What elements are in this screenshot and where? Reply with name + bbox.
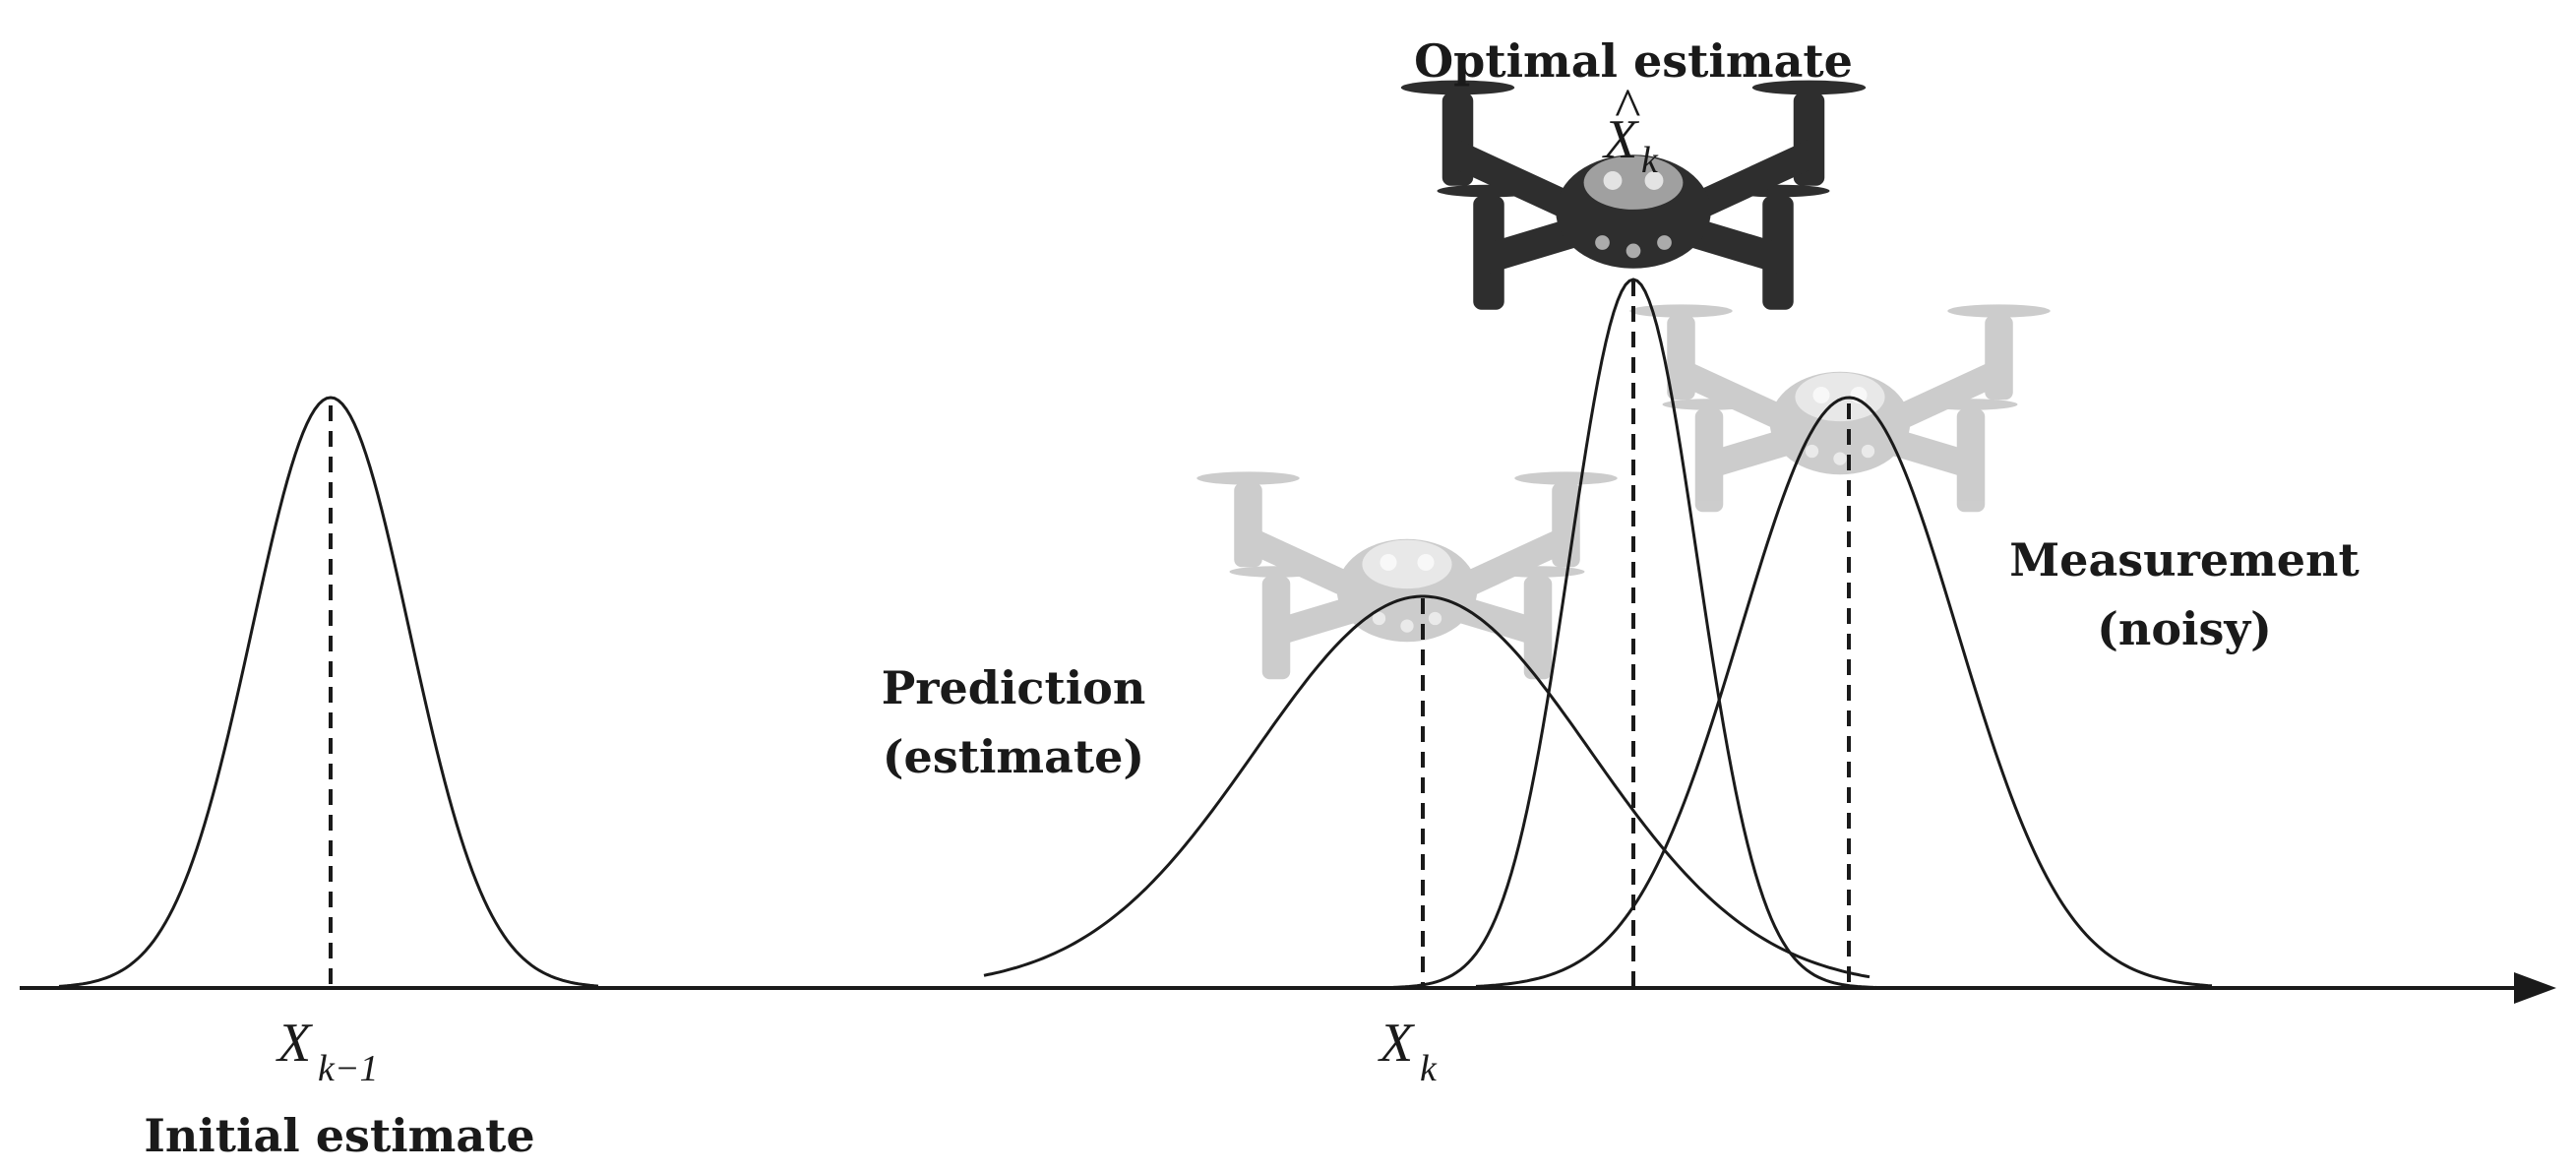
x-k-variable: X k [1378, 1013, 1438, 1089]
svg-text:k−1: k−1 [318, 1048, 379, 1089]
prediction-drone-icon [1196, 471, 1618, 680]
initial-estimate-label: Initial estimate [144, 1109, 534, 1162]
prediction-curve [983, 594, 1871, 979]
x-hat-variable: ^ X k [1602, 78, 1659, 181]
measurement-drone-icon [1629, 304, 2051, 513]
prediction-label-line2: (estimate) [883, 730, 1144, 783]
x-prev-variable: X k−1 [276, 1013, 379, 1089]
svg-text:X: X [1378, 1013, 1416, 1074]
optimal-estimate-curve [1377, 278, 1890, 990]
optimal-estimate-label: Optimal estimate [1414, 34, 1853, 88]
axis-arrow-icon [2514, 972, 2556, 1004]
initial-estimate-curve [58, 396, 599, 988]
measurement-curve [1475, 396, 2213, 988]
svg-text:X: X [1602, 109, 1640, 170]
svg-text:^: ^ [1614, 78, 1640, 139]
svg-text:k: k [1641, 140, 1659, 181]
measurement-label-line1: Measurement [2009, 533, 2360, 586]
svg-text:X: X [276, 1013, 314, 1074]
prediction-label-line1: Prediction [882, 661, 1146, 714]
svg-text:k: k [1420, 1048, 1438, 1089]
measurement-label-line2: (noisy) [2097, 602, 2272, 655]
